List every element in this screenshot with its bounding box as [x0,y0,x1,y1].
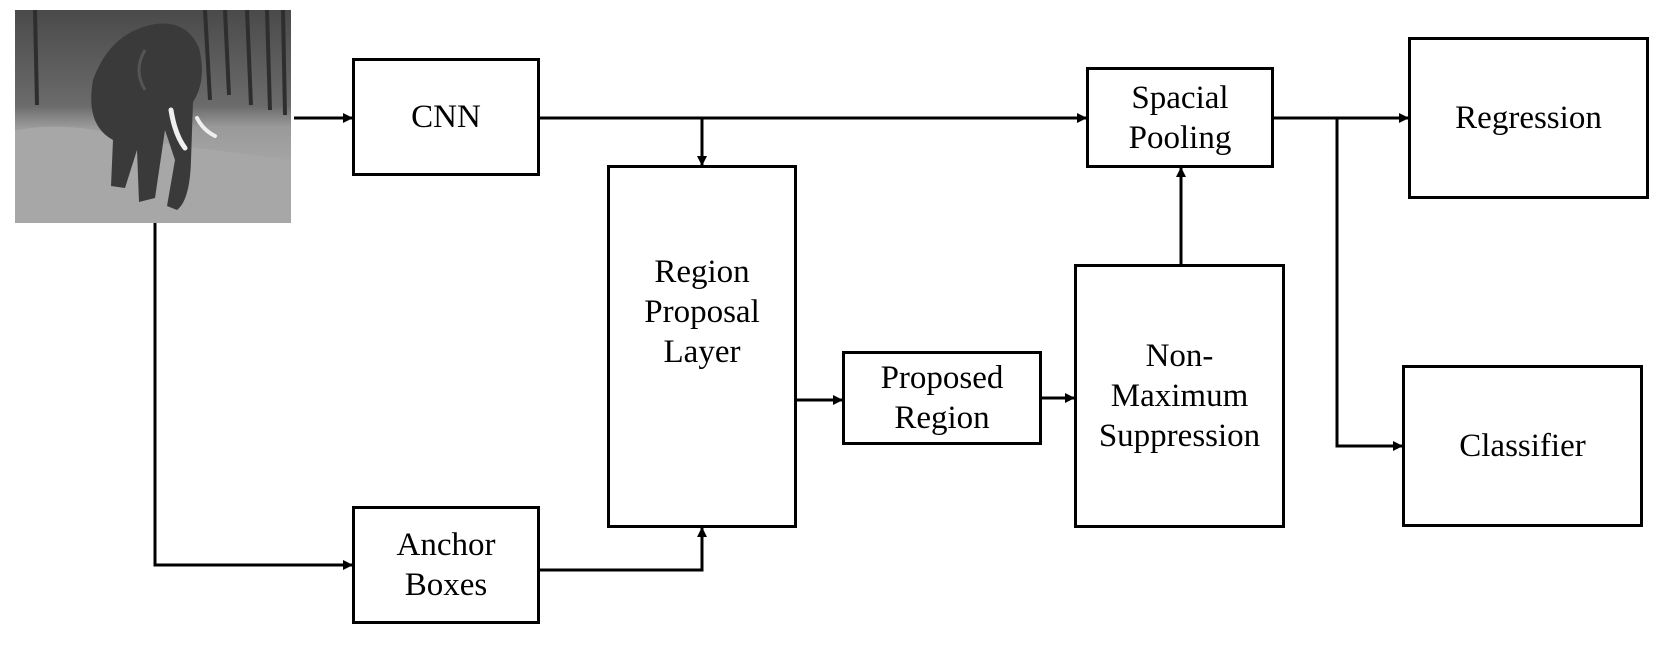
arrow-anchor-to-region-proposal [540,527,707,572]
anchor-boxes-box: Anchor Boxes [352,506,540,624]
cnn-box: CNN [352,58,540,176]
proposed-region-label: Proposed Region [880,360,1004,436]
regression-box: Regression [1408,37,1649,199]
classifier-label: Classifier [1459,428,1586,464]
classifier-box: Classifier [1402,365,1643,527]
regression-label: Regression [1455,100,1602,136]
proposed-region-box: Proposed Region [842,351,1042,445]
arrow-image-to-anchor-boxes [153,223,353,570]
spacial-pooling-box: Spacial Pooling [1086,67,1274,168]
region-proposal-layer-box: Region Proposal Layer [607,165,797,528]
arrow-pooling-to-classifier [1335,118,1403,451]
cnn-label: CNN [411,99,481,135]
anchor-boxes-label: Anchor Boxes [396,527,496,603]
non-maximum-suppression-box: Non- Maximum Suppression [1074,264,1285,528]
non-maximum-suppression-label: Non- Maximum Suppression [1098,338,1261,454]
spacial-pooling-label: Spacial Pooling [1128,79,1232,156]
region-proposal-layer-label: Region Proposal Layer [644,253,760,370]
input-elephant-image [15,10,291,223]
